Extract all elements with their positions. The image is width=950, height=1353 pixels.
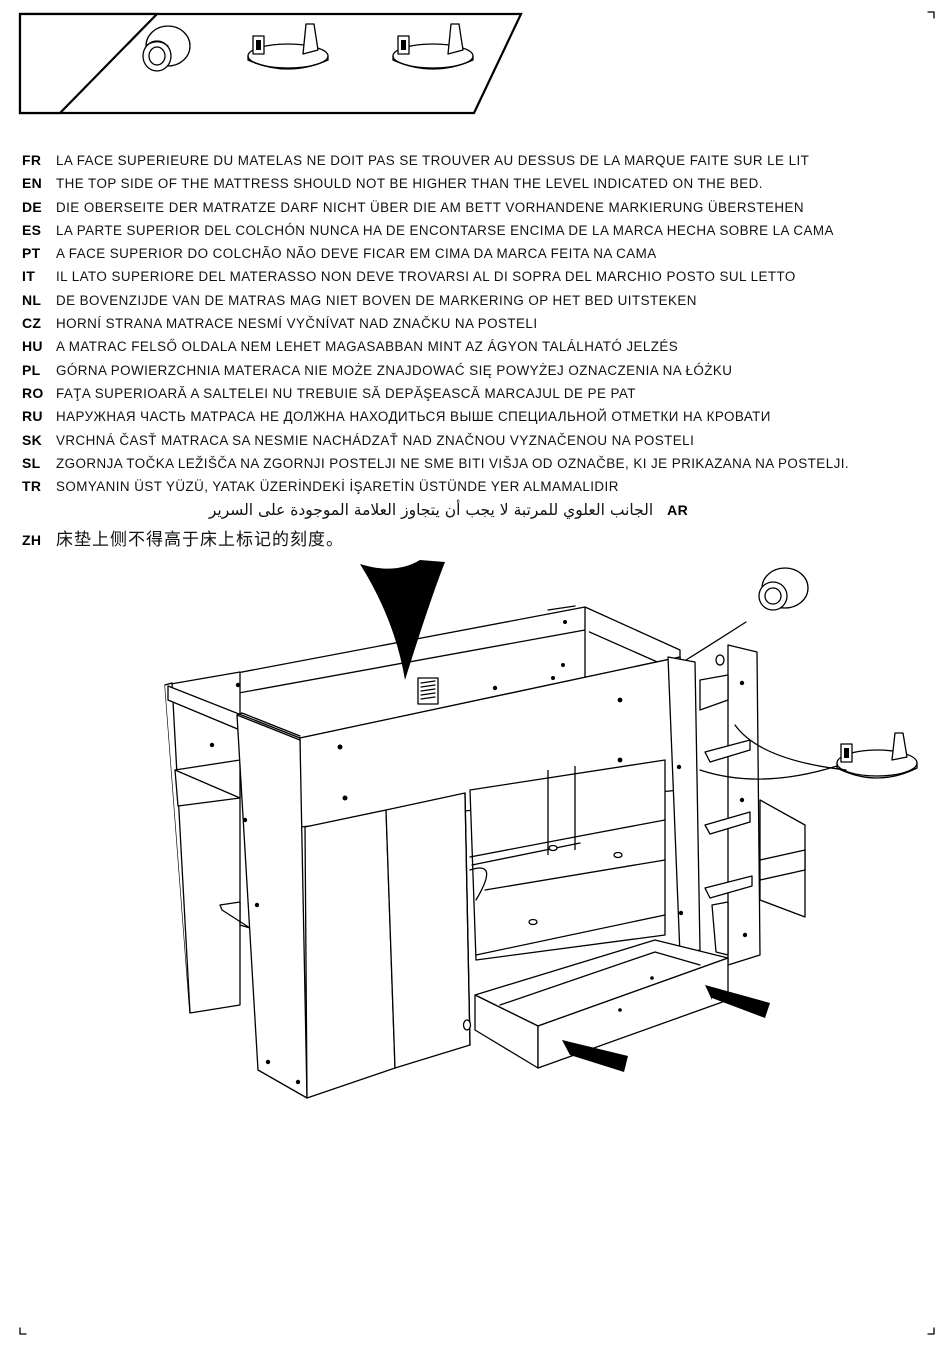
- warning-line-ro: RO FAŢA SUPERIOARĂ A SALTELEI NU TREBUIE …: [22, 385, 932, 408]
- warning-text: الجانب العلوي للمرتبة لا يجب أن يتجاوز ا…: [208, 501, 654, 520]
- language-code: DE: [22, 198, 43, 215]
- language-code: EN: [22, 175, 43, 192]
- warning-text: SOMYANIN ÜST YÜZÜ, YATAK ÜZERİNDEKİ İŞAR…: [56, 479, 619, 495]
- crop-mark-bottom-right: [927, 1327, 935, 1335]
- mattress-marker-disc-icon: [247, 23, 329, 70]
- language-code: ZH: [22, 531, 42, 548]
- warning-line-zh: ZH 床垫上侧不得高于床上标记的刻度。: [22, 525, 932, 550]
- mattress-marker-disc-icon-2: [392, 23, 474, 70]
- language-code: FR: [22, 152, 42, 168]
- warning-line-es: ES LA PARTE SUPERIOR DEL COLCHÓN NUNCA HA…: [22, 222, 932, 245]
- screw-cap-callout-icon: [685, 567, 809, 661]
- warning-text: HORNÍ STRANA MATRACE NESMÍ VYČNÍVAT NAD …: [56, 316, 538, 332]
- warning-line-en: EN THE TOP SIDE OF THE MATTRESS SHOULD NO…: [22, 175, 932, 198]
- language-code: SL: [22, 454, 41, 471]
- language-code: AR: [667, 502, 688, 519]
- assembly-holes: [209, 620, 748, 1085]
- crop-mark-bottom-left: [19, 1327, 27, 1335]
- warning-line-it: IT IL LATO SUPERIORE DEL MATERASSO NON DE…: [22, 268, 932, 291]
- bed-pullout-drawer: [474, 939, 729, 1069]
- curved-arrow-icon: [360, 560, 445, 680]
- bed-wardrobe-doors: [304, 792, 471, 1099]
- language-code: PL: [22, 361, 41, 378]
- warning-line-de: DE DIE OBERSEITE DER MATRATZE DARF NICHT …: [22, 199, 932, 222]
- warning-text: LA FACE SUPERIEURE DU MATELAS NE DOIT PA…: [56, 153, 810, 168]
- warning-text: IL LATO SUPERIORE DEL MATERASSO NON DEVE…: [56, 269, 796, 285]
- screw-cap-part-icon: [142, 25, 191, 72]
- language-code: SK: [22, 431, 43, 448]
- warning-line-ar: الجانب العلوي للمرتبة لا يجب أن يتجاوز ا…: [22, 501, 688, 524]
- warning-text: 床垫上侧不得高于床上标记的刻度。: [56, 529, 344, 550]
- bed-left-shelf-unit: [164, 671, 251, 1014]
- warning-line-sl: SL ZGORNJA TOČKA LEŽIŠČA NA ZGORNJI POSTE…: [22, 455, 932, 478]
- bed-inner-compartment: [469, 759, 666, 961]
- warning-text: DIE OBERSEITE DER MATRATZE DARF NICHT ÜB…: [56, 199, 804, 215]
- mattress-level-label: [417, 677, 439, 705]
- warning-text: DE BOVENZIJDE VAN DE MATRAS MAG NIET BOV…: [56, 292, 697, 308]
- warning-line-nl: NL DE BOVENZIJDE VAN DE MATRAS MAG NIET B…: [22, 292, 932, 315]
- language-code: TR: [22, 478, 42, 495]
- warning-text: LA PARTE SUPERIOR DEL COLCHÓN NUNCA HA D…: [56, 222, 834, 238]
- language-code: NL: [22, 291, 42, 308]
- mattress-height-warning: FR LA FACE SUPERIEURE DU MATELAS NE DOIT …: [22, 152, 932, 550]
- push-arrow-icon-2: [562, 1040, 628, 1072]
- language-code: CZ: [22, 315, 42, 332]
- warning-text: THE TOP SIDE OF THE MATTRESS SHOULD NOT …: [56, 176, 763, 192]
- bed-ladder-and-posts: [667, 644, 761, 966]
- language-code: ES: [22, 221, 42, 238]
- warning-line-cz: CZ HORNÍ STRANA MATRACE NESMÍ VYČNÍVAT NA…: [22, 315, 932, 338]
- warning-text: GÓRNA POWIERZCHNIA MATERACA NIE MOŻE ZNA…: [56, 362, 733, 378]
- bed-step-unit: [759, 799, 806, 918]
- language-code: PT: [22, 245, 41, 262]
- parts-panel: [18, 12, 523, 115]
- language-code: RU: [22, 408, 43, 425]
- warning-text: A MATRAC FELSŐ OLDALA NEM LEHET MAGASABB…: [56, 339, 679, 355]
- warning-text: VRCHNÁ ČASŤ MATRACA SA NESMIE NACHÁDZAŤ …: [56, 432, 695, 448]
- warning-text: FAŢA SUPERIOARĂ A SALTELEI NU TREBUIE SĂ…: [56, 385, 636, 401]
- warning-line-pl: PL GÓRNA POWIERZCHNIA MATERACA NIE MOŻE Z…: [22, 362, 932, 385]
- warning-text: ZGORNJA TOČKA LEŽIŠČA NA ZGORNJI POSTELJ…: [56, 455, 850, 471]
- language-code: RO: [22, 384, 44, 401]
- parts-panel-corner: [18, 12, 160, 115]
- warning-line-pt: PT A FACE SUPERIOR DO COLCHÃO NÃO DEVE FI…: [22, 245, 932, 268]
- language-code: HU: [22, 338, 43, 355]
- warning-text: A FACE SUPERIOR DO COLCHÃO NÃO DEVE FICA…: [56, 246, 657, 262]
- warning-line-sk: SK VRCHNÁ ČASŤ MATRACA SA NESMIE NACHÁDZA…: [22, 432, 932, 455]
- bed-left-side-panel: [236, 712, 308, 1099]
- language-code: IT: [22, 268, 36, 285]
- warning-line-tr: TR SOMYANIN ÜST YÜZÜ, YATAK ÜZERİNDEKİ İŞ…: [22, 478, 932, 501]
- warning-text: НАРУЖНАЯ ЧАСТЬ МАТРАСА НЕ ДОЛЖНА НАХОДИТ…: [56, 409, 771, 425]
- warning-line-ru: RU НАРУЖНАЯ ЧАСТЬ МАТРАСА НЕ ДОЛЖНА НАХОД…: [22, 408, 932, 431]
- crop-mark-top-right: [927, 11, 935, 19]
- warning-line-hu: HU A MATRAC FELSŐ OLDALA NEM LEHET MAGASA…: [22, 338, 932, 361]
- marker-disc-callout-icon: [699, 724, 918, 780]
- warning-line-fr: FR LA FACE SUPERIEURE DU MATELAS NE DOIT …: [22, 152, 932, 175]
- push-arrow-icon: [705, 985, 770, 1018]
